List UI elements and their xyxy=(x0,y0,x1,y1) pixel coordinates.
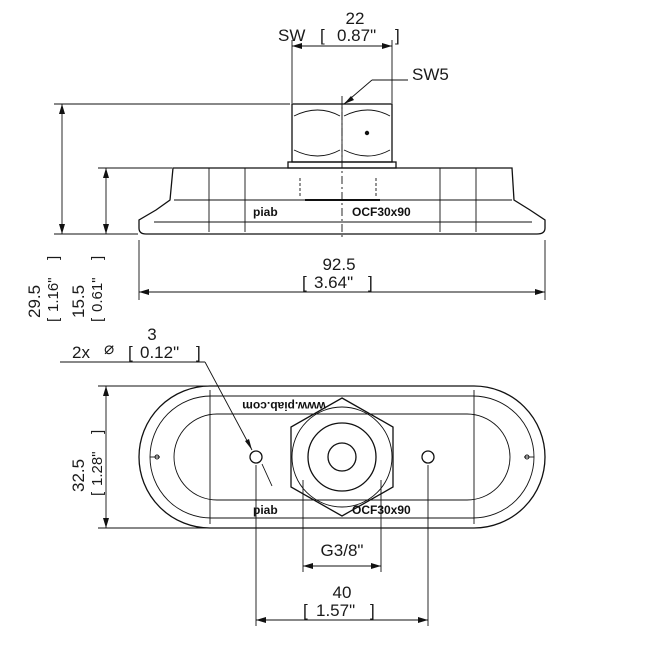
sw-label: SW xyxy=(278,26,305,45)
hole-mm: 3 xyxy=(147,325,156,344)
hole-spacing-in: 1.57" xyxy=(316,601,355,620)
length-in: 3.64" xyxy=(314,273,353,292)
hole-spacing-mm: 40 xyxy=(333,583,352,602)
height-body-bracket-right: ] xyxy=(89,256,106,260)
sw5-label: SW5 xyxy=(412,65,449,84)
height-body-in: 0.61" xyxy=(89,277,106,312)
side-view: piab OCF30x90 xyxy=(138,96,546,240)
sw-dimension: 22 SW [ 0.87" ] xyxy=(278,9,400,103)
height-dimensions: 29.5 [ 1.16" ] 15.5 [ 0.61" ] xyxy=(25,103,290,322)
width-mm: 32.5 xyxy=(69,459,88,492)
cup-body-side: piab OCF30x90 xyxy=(138,167,546,235)
hole-in: 0.12" xyxy=(140,343,179,362)
sw-value: 22 xyxy=(346,9,365,28)
length-dimension: 92.5 [ 3.64" ] xyxy=(138,240,546,300)
spacing-bracket-left: [ xyxy=(303,601,308,620)
thread-dimension: G3/8" xyxy=(302,480,382,572)
hole-count: 2x xyxy=(72,343,90,362)
sw5-leader: SW5 xyxy=(343,65,449,105)
width-bracket-right: ] xyxy=(89,430,106,434)
height-total-mm: 29.5 xyxy=(25,285,44,318)
hex-nut-top xyxy=(290,397,394,517)
website-mirrored: www.piab.com xyxy=(242,399,327,413)
sw-inch: 0.87" xyxy=(337,26,376,45)
hole-right xyxy=(421,450,435,464)
length-bracket-right: ] xyxy=(368,273,373,292)
thread-label: G3/8" xyxy=(321,541,364,560)
height-body-mm: 15.5 xyxy=(69,285,88,318)
height-total-in: 1.16" xyxy=(45,277,62,312)
length-mm: 92.5 xyxy=(322,255,355,274)
model-marking-top: OCF30x90 xyxy=(352,503,411,517)
top-view: www.piab.com piab OCF30x90 xyxy=(138,385,546,529)
width-dimension: 32.5 [ 1.28" ] xyxy=(69,385,340,529)
height-body-bracket-left: [ xyxy=(89,317,106,322)
sw-bracket-left: [ xyxy=(320,26,325,45)
brand-logo-top: piab xyxy=(253,503,278,517)
height-total-bracket-right: ] xyxy=(45,256,62,260)
width-in: 1.28" xyxy=(89,451,106,486)
hole-left xyxy=(249,450,263,464)
model-marking-side: OCF30x90 xyxy=(352,205,411,219)
hole-spacing-dimension: 40 [ 1.57" ] xyxy=(255,465,429,626)
hole-diameter-dimension: 2x ⌀ 3 [ 0.12" ] xyxy=(60,325,273,487)
width-bracket-left: [ xyxy=(89,491,106,496)
spacing-bracket-right: ] xyxy=(370,601,375,620)
hole-bracket-right: ] xyxy=(196,343,201,362)
height-total-bracket-left: [ xyxy=(45,317,62,322)
hole-bracket-left: [ xyxy=(128,343,133,362)
diameter-symbol: ⌀ xyxy=(104,339,114,358)
length-bracket-left: [ xyxy=(302,273,307,292)
sw-bracket-right: ] xyxy=(395,26,400,45)
brand-logo-side: piab xyxy=(253,205,278,219)
